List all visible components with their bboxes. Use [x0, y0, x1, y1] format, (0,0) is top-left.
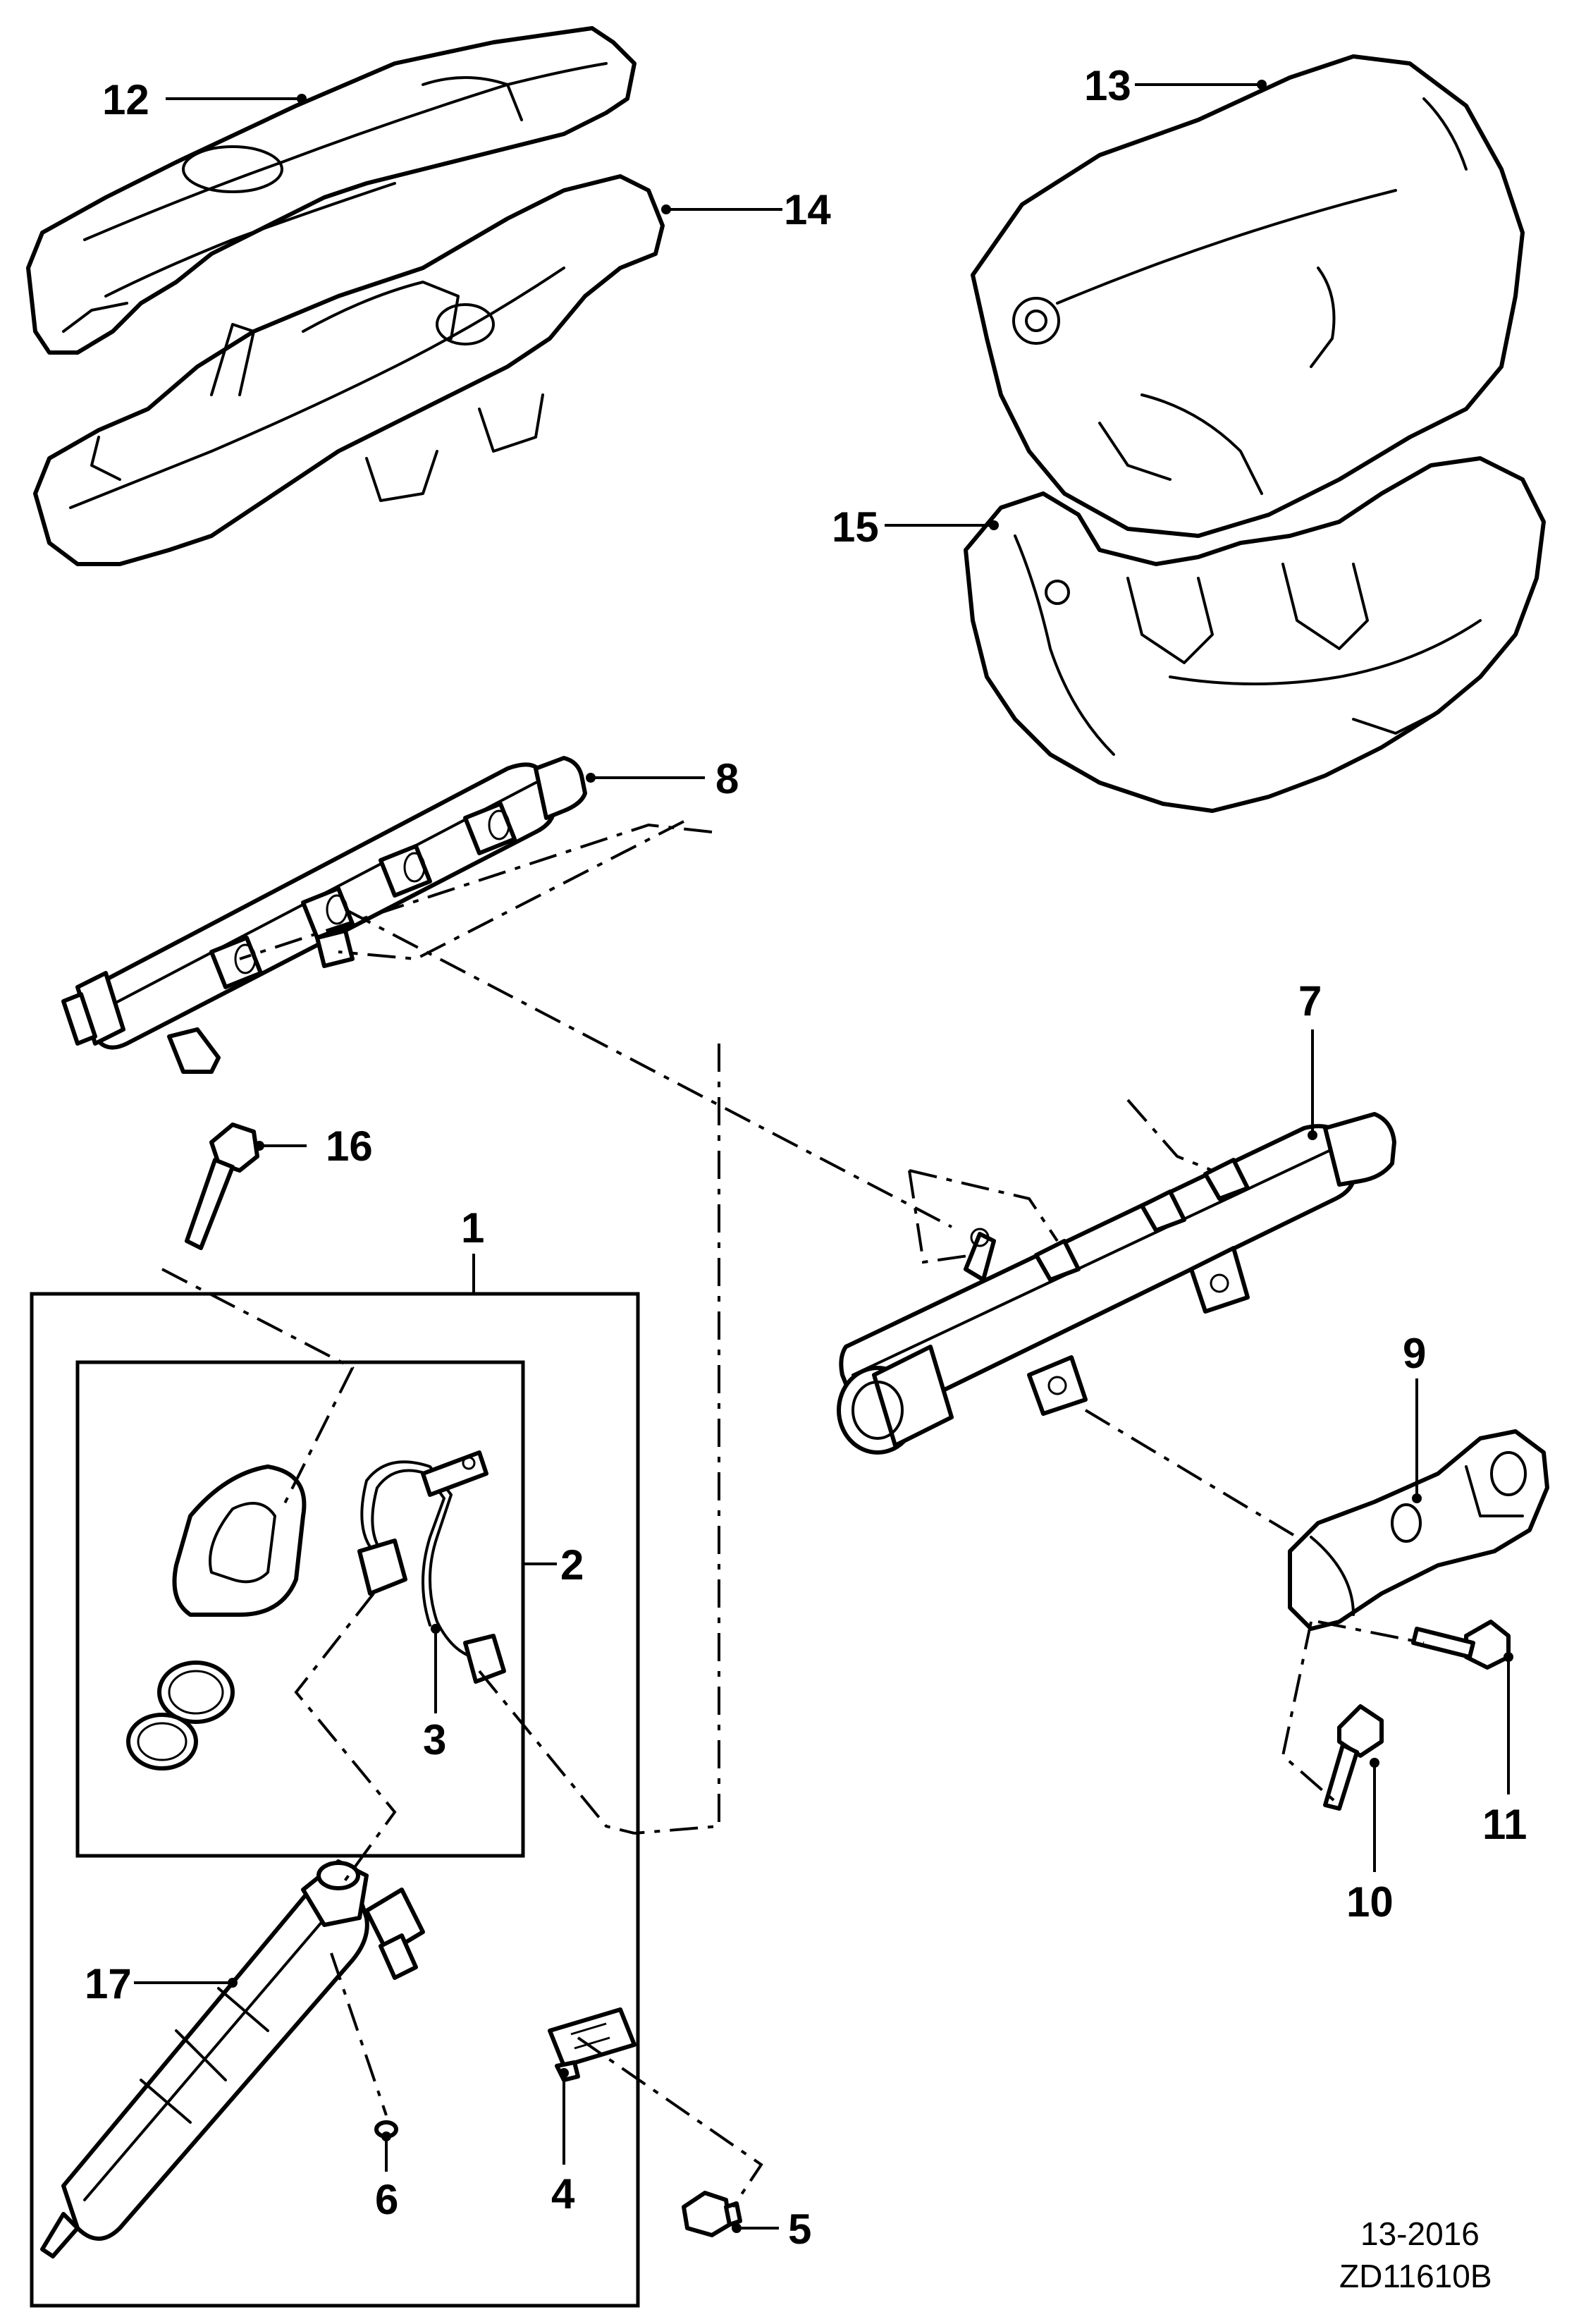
rail-outlet-port: [209, 936, 263, 989]
bolt-part-5: [682, 2191, 742, 2237]
leader-lines: [134, 80, 1513, 2233]
callout-14: 14: [784, 186, 831, 233]
bolt-part-16: [185, 1123, 259, 1250]
callout-16: 16: [326, 1123, 373, 1170]
callout-4: 4: [551, 2170, 575, 2218]
rail-outlet-port: [463, 802, 517, 855]
date-code: 13-2016: [1360, 2215, 1480, 2252]
callout-7: 7: [1298, 977, 1322, 1025]
callout-13: 13: [1084, 62, 1131, 109]
fuel-rail-part-7: [837, 1112, 1396, 1455]
drawing-number: ZD11610B: [1339, 2258, 1492, 2294]
engine-cover-part-15: [964, 456, 1546, 813]
pressure-sensor-cap: [837, 1345, 954, 1455]
engine-cover-part-13: [971, 54, 1525, 538]
injector-part-17: [40, 1859, 425, 2258]
callout-15: 15: [832, 503, 879, 551]
callout-3: 3: [423, 1716, 446, 1763]
kit-inner-box-part-2: [75, 1360, 525, 1858]
bolt-part-11: [1411, 1620, 1511, 1670]
fuel-rail-part-8: [61, 756, 587, 1074]
callout-12: 12: [102, 76, 149, 123]
callout-11: 11: [1482, 1801, 1527, 1848]
callout-9: 9: [1403, 1330, 1426, 1377]
callout-6: 6: [375, 2176, 398, 2223]
rail-outlet-port: [379, 844, 432, 898]
callout-8: 8: [715, 755, 739, 802]
injector-clamp-gasket: [172, 1464, 307, 1617]
bolt-part-10: [1323, 1704, 1384, 1811]
assembly-lines: [161, 820, 1425, 2208]
fuel-pipe-part-3: [357, 1450, 506, 1684]
callout-1: 1: [461, 1204, 484, 1252]
bracket-part-9: [1288, 1429, 1549, 1631]
seal-rings: [126, 1661, 235, 1770]
kit-box-part-1: [30, 1292, 640, 2308]
callout-2: 2: [560, 1541, 584, 1589]
callout-10: 10: [1346, 1878, 1394, 1926]
callout-5: 5: [788, 2206, 811, 2253]
callout-17: 17: [85, 1960, 132, 2007]
engine-cover-part-14: [33, 174, 665, 566]
engine-cover-part-12: [26, 26, 637, 355]
